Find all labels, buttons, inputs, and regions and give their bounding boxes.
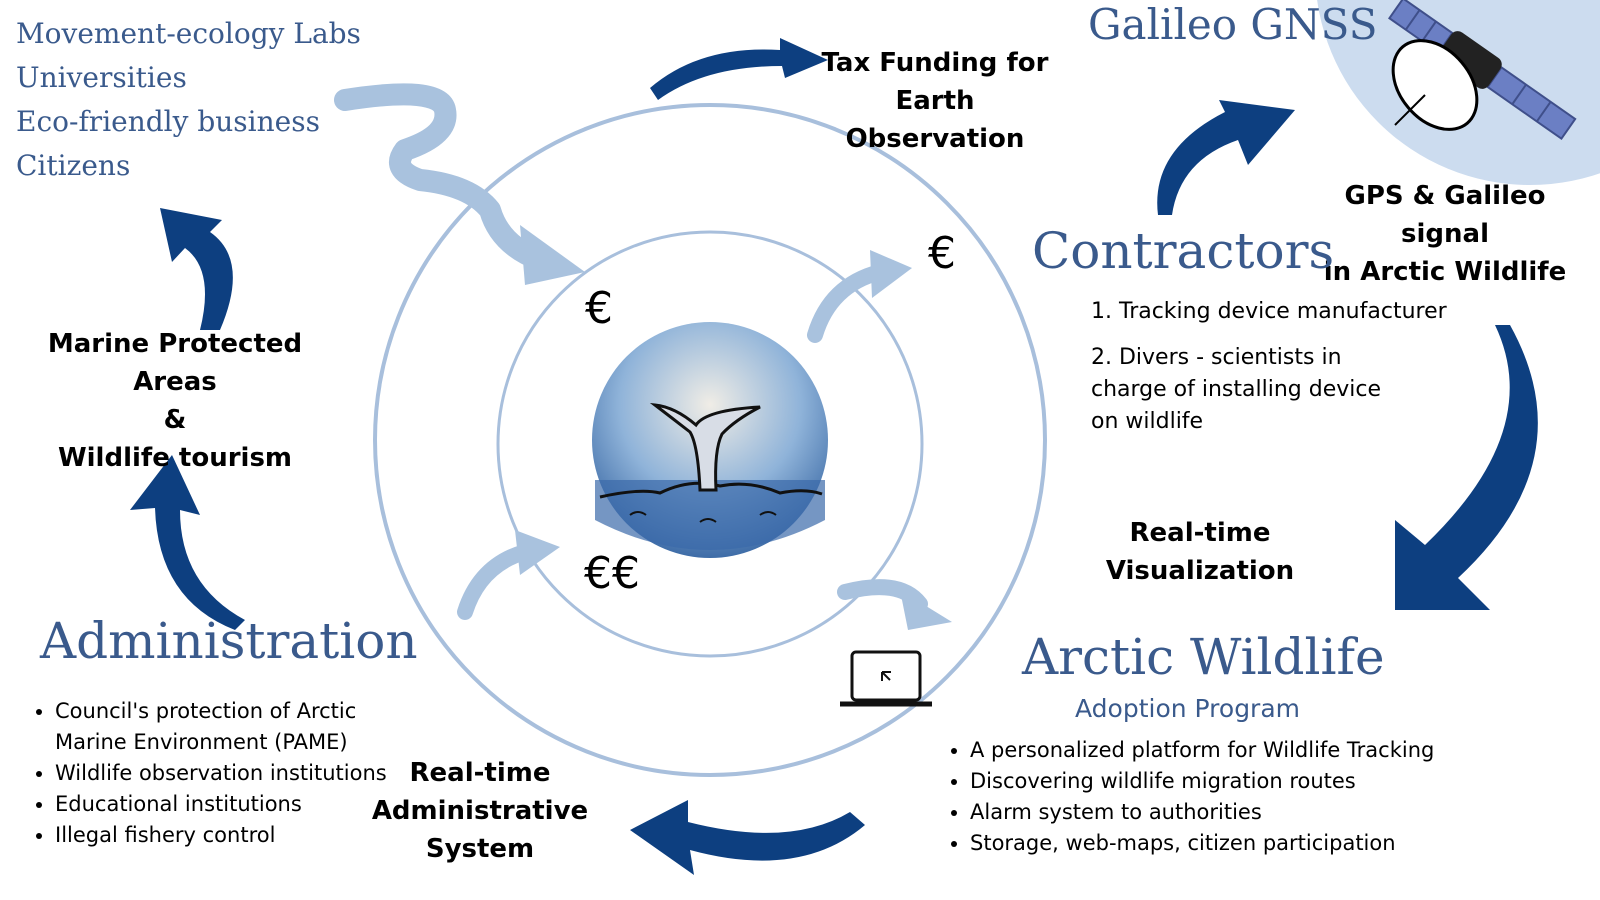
gps-signal-line: in Arctic Wildlife [1323,257,1567,287]
contractors-list: 1. Tracking device manufacturer 2. Diver… [1091,296,1447,438]
stakeholders-list: Movement-ecology Labs Universities Eco-f… [16,12,361,188]
laptop-icon [840,650,932,707]
contractor-item: 1. Tracking device manufacturer [1091,299,1447,324]
rta-line: System [425,834,535,864]
stakeholder-item: Eco-friendly business [16,105,320,138]
gps-signal-label: GPS & Galileo signal in Arctic Wildlife [1300,177,1590,291]
contractor-item: charge of installing device [1091,377,1381,402]
arctic-wildlife-item: A personalized platform for Wildlife Tra… [970,735,1434,766]
arctic-wildlife-subtitle: Adoption Program [1075,694,1301,723]
rta-line: Real-time [409,758,551,788]
stakeholder-item: Universities [16,61,187,94]
rtv-line: Real-time [1129,518,1271,548]
euro-symbol-bottom-left: €€ [584,548,640,599]
gps-signal-line: GPS & Galileo signal [1344,181,1546,249]
outer-ring [373,103,1047,777]
rta-line: Administrative [371,796,589,826]
stakeholder-item: Movement-ecology Labs [16,17,361,50]
light-arrow-bottom-right [837,579,928,612]
mpa-line: & [163,405,187,435]
realtime-admin-label: Real-time Administrative System [370,754,590,868]
rtv-line: Visualization [1105,556,1295,586]
arctic-wildlife-title: Arctic Wildlife [1022,628,1385,686]
euro-symbol-top-left: € [585,283,613,334]
arctic-wildlife-item: Storage, web-maps, citizen participation [970,828,1434,859]
administration-item: Wildlife observation institutions [55,758,387,789]
arctic-wildlife-list: A personalized platform for Wildlife Tra… [942,735,1434,859]
mpa-line: Wildlife tourism [57,443,293,473]
contractor-item: on wildlife [1091,409,1204,434]
satellite-icon [1388,0,1577,141]
contractor-item: 2. Divers - scientists in [1091,345,1342,370]
galileo-title: Galileo GNSS [1088,0,1378,49]
tax-funding-line: Earth Observation [845,86,1025,154]
dark-arrow-bottom [630,800,865,875]
stakeholder-item: Citizens [16,149,131,182]
wavy-arrow-light [334,83,551,271]
tax-funding-line: Tax Funding for [821,48,1049,78]
inner-ring [496,230,924,658]
euro-symbol-top-right: € [928,228,956,279]
mpa-line: Marine Protected Areas [47,329,303,397]
dark-arrow-galileo [1157,100,1295,215]
mpa-label: Marine Protected Areas & Wildlife touris… [5,325,345,477]
dark-arrow-left-top [160,208,233,330]
dark-arrow-top [650,38,828,100]
arctic-wildlife-item: Discovering wildlife migration routes [970,766,1434,797]
dark-arrow-right-down [1395,325,1538,610]
arctic-wildlife-item: Alarm system to authorities [970,797,1434,828]
realtime-visualization-label: Real-time Visualization [1090,514,1310,590]
administration-title: Administration [40,612,418,670]
contractors-title: Contractors [1032,222,1335,280]
whale-tail-image [592,322,828,558]
administration-item: Illegal fishery control [55,820,387,851]
tax-funding-label: Tax Funding for Earth Observation [810,44,1060,158]
wavy-arrow-light-head [520,225,585,285]
light-arrow-bottom-left [457,544,533,620]
light-arrow-top-right [807,264,888,343]
dark-arrow-left-bottom [130,455,245,630]
administration-item: Educational institutions [55,789,387,820]
